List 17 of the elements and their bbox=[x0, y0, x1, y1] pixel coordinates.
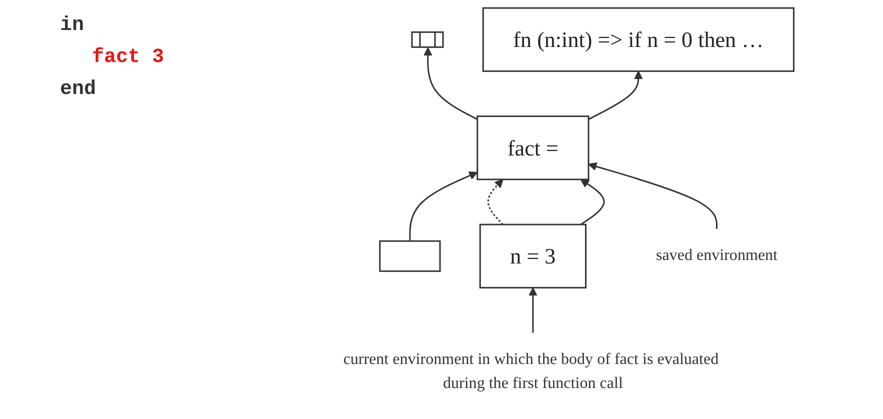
code-line: fact 3 bbox=[92, 45, 164, 71]
node-text: current environment in which the body of fact is evaluated during the first function call bbox=[343, 350, 719, 392]
arrow bbox=[409, 171, 478, 242]
node-box: n = 3 bbox=[479, 224, 587, 288]
node-text: saved environment bbox=[656, 247, 778, 264]
arrow bbox=[588, 70, 643, 120]
node-box bbox=[411, 31, 444, 48]
arrow bbox=[580, 179, 605, 226]
arrow bbox=[528, 287, 538, 333]
node-box: fact = bbox=[476, 116, 590, 180]
node-box: fn (n:int) => if n = 0 then … bbox=[482, 7, 794, 72]
arrow bbox=[423, 47, 478, 120]
code-line: end bbox=[60, 77, 98, 103]
code-line: in bbox=[60, 13, 86, 39]
node-box bbox=[379, 240, 441, 272]
arrow bbox=[487, 179, 504, 226]
arrow bbox=[588, 162, 718, 230]
